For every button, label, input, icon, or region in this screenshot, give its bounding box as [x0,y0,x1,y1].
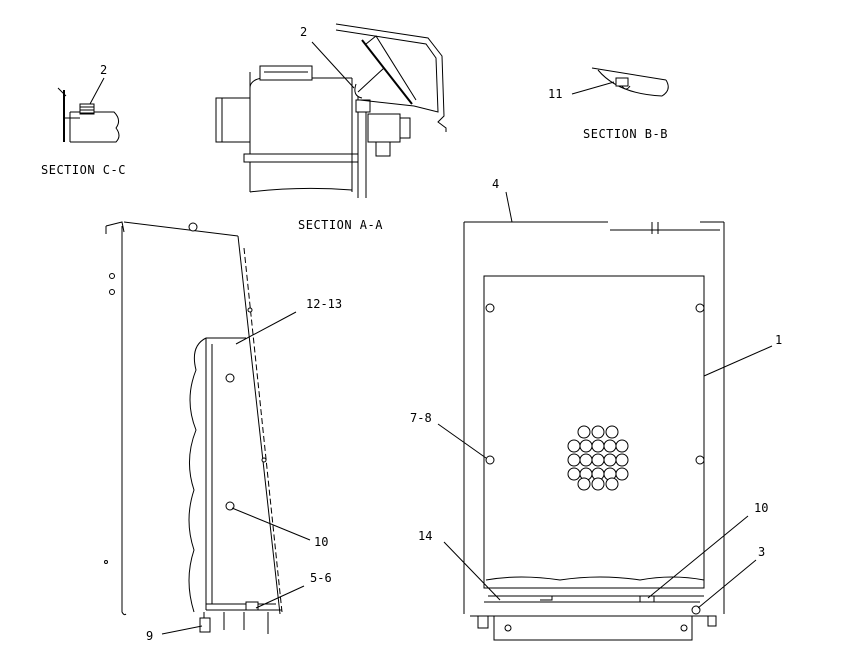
callout-a-2: 2 [300,25,307,39]
callout-9: 9 [146,629,153,643]
section-a-a-label: SECTION A-A [298,218,383,232]
callout-3: 3 [758,545,765,559]
section-c-c-view [57,77,120,143]
callout-b-11: 11 [548,87,562,101]
callout-1: 1 [775,333,782,347]
side-view [104,221,283,634]
callout-4: 4 [492,177,499,191]
callout-14: 14 [418,529,432,543]
callout-c-2: 2 [100,63,107,77]
callout-12-13: 12-13 [306,297,342,311]
front-view [463,221,725,641]
vent-holes [567,425,629,491]
section-a-a-view [215,23,447,198]
section-b-b-label: SECTION B-B [583,127,668,141]
callout-10-right: 10 [754,501,768,515]
section-c-c-label: SECTION C-C [41,163,126,177]
section-b-b-view [571,67,669,97]
leader-lines [161,191,773,635]
callout-5-6: 5-6 [310,571,332,585]
callout-10-left: 10 [314,535,328,549]
callout-7-8: 7-8 [410,411,432,425]
